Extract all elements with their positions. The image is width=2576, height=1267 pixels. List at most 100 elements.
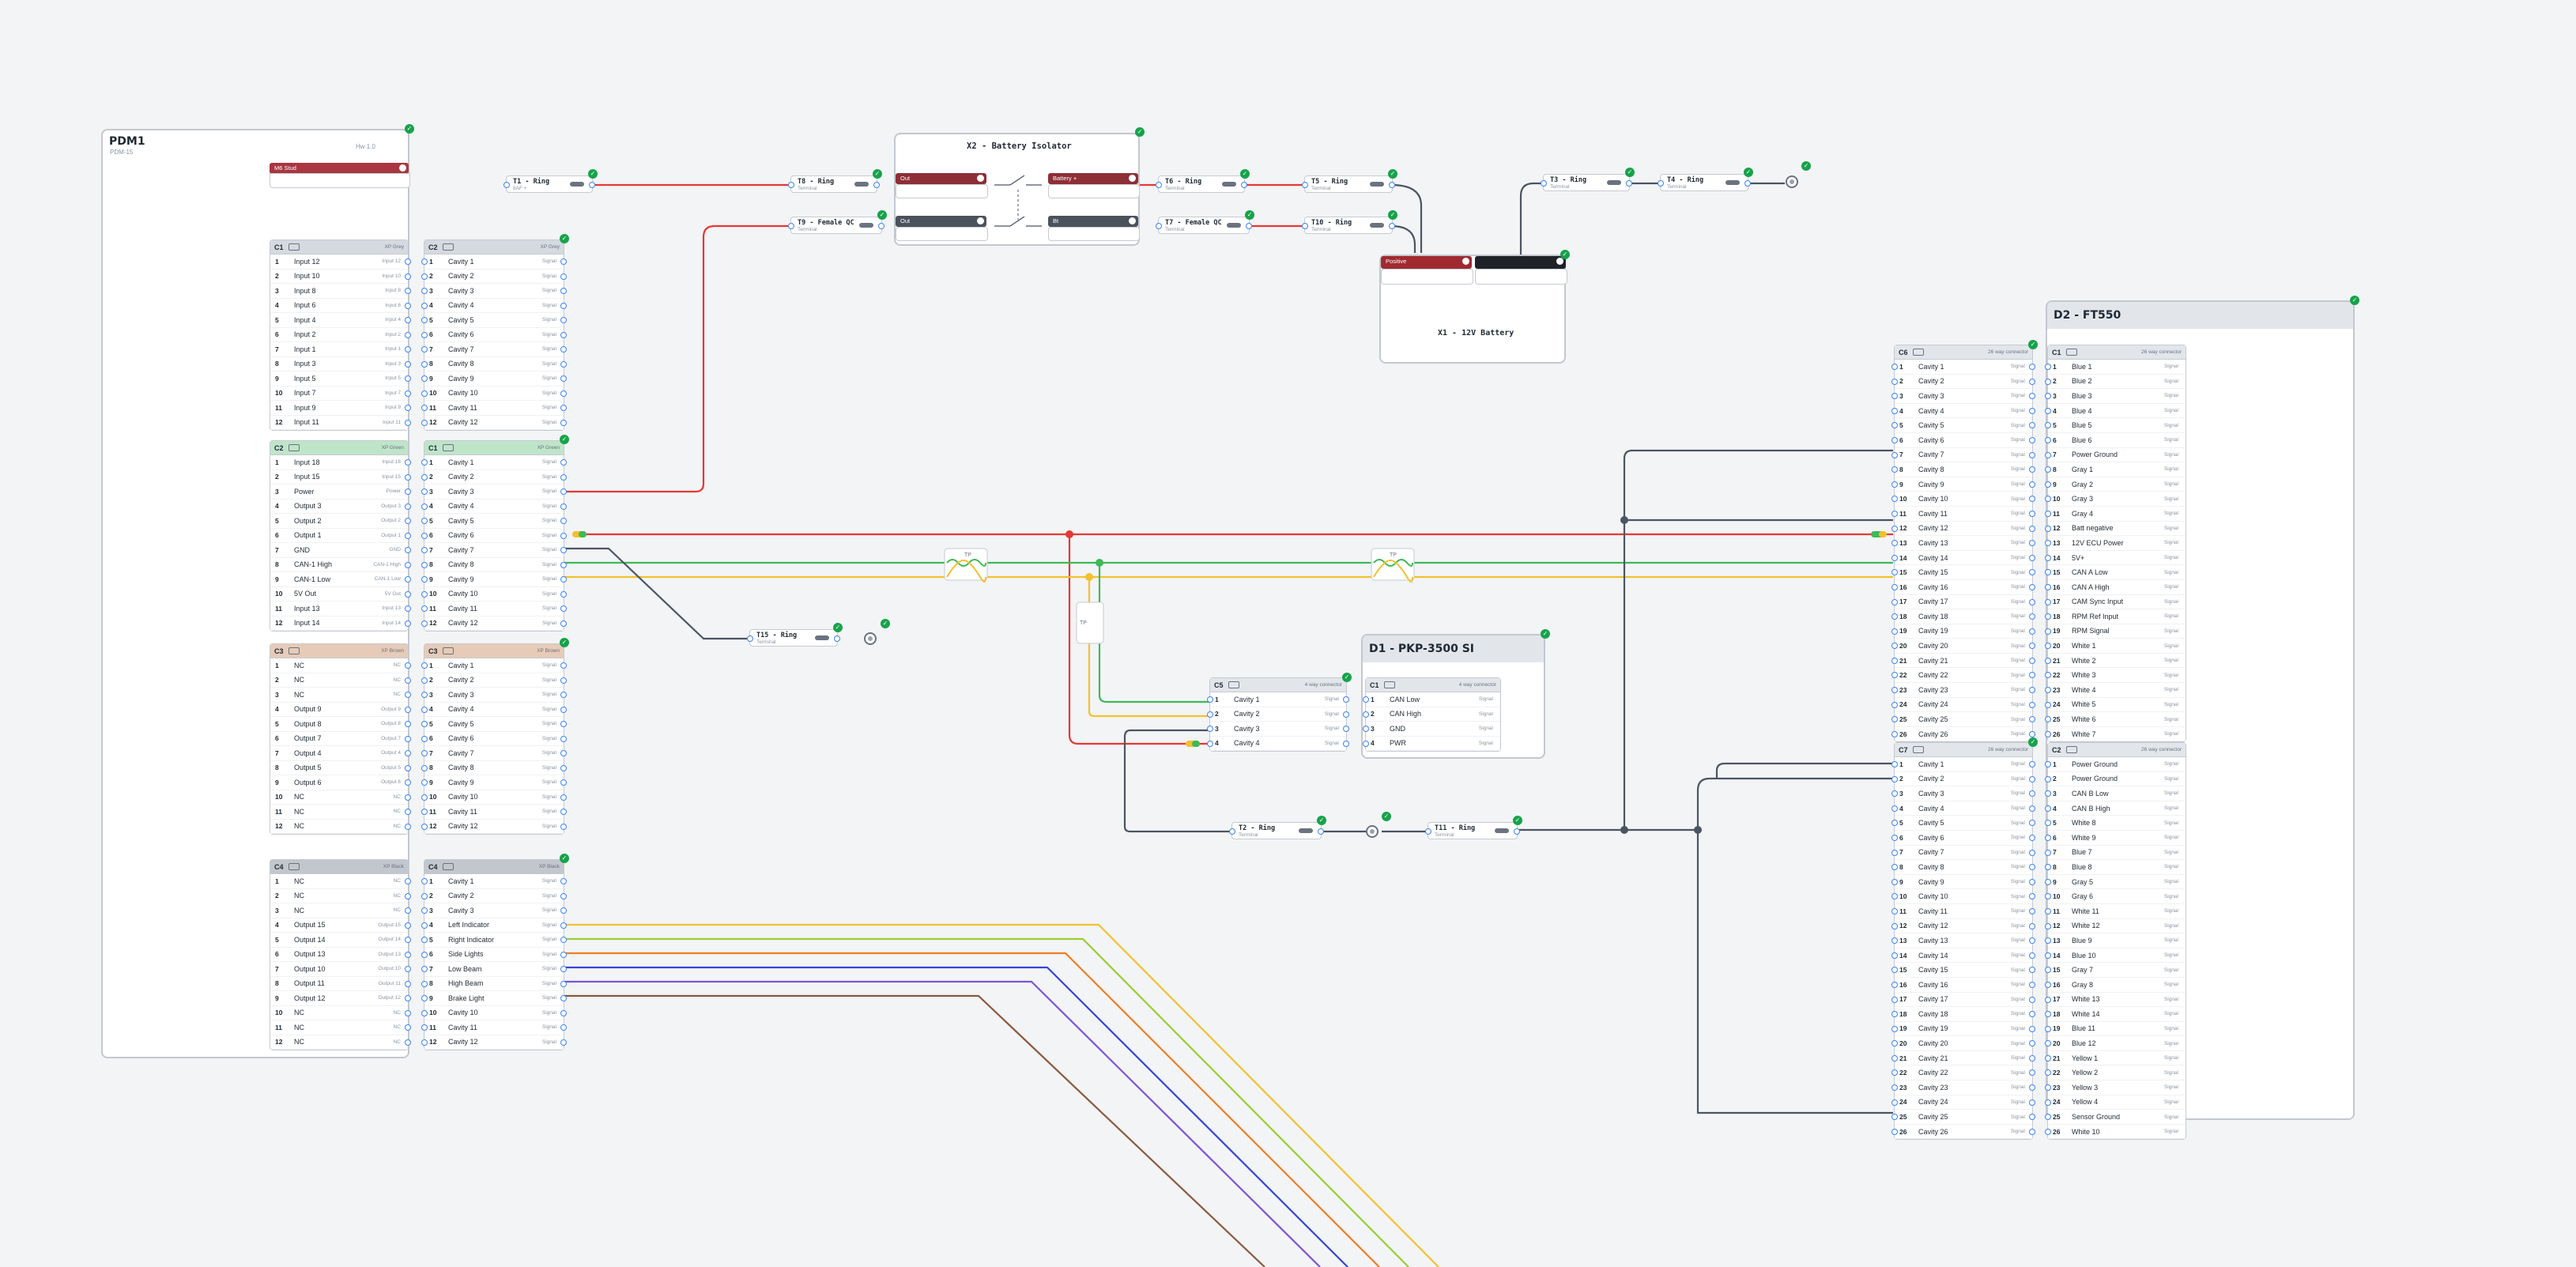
pin-port[interactable] (2029, 761, 2035, 767)
pin-port[interactable] (2029, 554, 2035, 561)
pin-port[interactable] (2029, 864, 2035, 871)
pin-port[interactable] (1891, 907, 1898, 914)
pin-port[interactable] (560, 459, 567, 466)
terminal-port[interactable] (747, 635, 753, 642)
pin-port[interactable] (2045, 378, 2051, 385)
pin-port[interactable] (560, 360, 567, 368)
pin-port[interactable] (2029, 967, 2035, 974)
pin-port[interactable] (405, 317, 411, 323)
pin-port[interactable] (560, 878, 567, 884)
pin-port[interactable] (405, 375, 411, 382)
pin-port[interactable] (2029, 907, 2035, 914)
pin-port[interactable] (2045, 996, 2051, 1003)
pin-port[interactable] (2045, 364, 2051, 370)
pin-port[interactable] (1363, 726, 1369, 732)
pin-port[interactable] (560, 317, 567, 323)
pin-port[interactable] (560, 302, 567, 309)
pin-port[interactable] (421, 547, 428, 553)
pin-port[interactable] (2029, 701, 2035, 708)
pin-port[interactable] (560, 750, 567, 756)
pin-port[interactable] (421, 360, 428, 368)
pin-port[interactable] (405, 620, 411, 627)
pin-port[interactable] (421, 503, 428, 510)
pin-port[interactable] (1891, 1025, 1898, 1032)
pin-port[interactable] (1891, 967, 1898, 974)
pin-port[interactable] (421, 561, 428, 568)
pin-port[interactable] (1891, 820, 1898, 827)
pin-port[interactable] (421, 662, 428, 669)
pin-port[interactable] (2045, 1114, 2051, 1121)
pin-port[interactable] (1891, 378, 1898, 385)
pin-port[interactable] (560, 532, 567, 539)
isolator-bat2[interactable]: Bt (1048, 216, 1138, 227)
pin-port[interactable] (560, 677, 567, 684)
pin-port[interactable] (405, 288, 411, 294)
pin-port[interactable] (560, 966, 567, 972)
pin-port[interactable] (421, 1024, 428, 1031)
pin-port[interactable] (1891, 834, 1898, 841)
terminal-port[interactable] (788, 223, 794, 229)
pin-port[interactable] (421, 980, 428, 987)
pin-port[interactable] (1891, 643, 1898, 650)
pin-port[interactable] (1891, 878, 1898, 885)
pin-port[interactable] (2045, 1054, 2051, 1061)
pin-port[interactable] (421, 907, 428, 914)
pin-port[interactable] (421, 878, 428, 884)
pin-port[interactable] (560, 331, 567, 338)
pin-port[interactable] (560, 503, 567, 510)
battery-isolator[interactable]: X2 - Battery Isolator Out Out Battery + … (894, 133, 1140, 246)
pin-port[interactable] (2029, 1128, 2035, 1135)
pin-port[interactable] (2045, 834, 2051, 841)
pin-port[interactable] (405, 331, 411, 338)
pin-port[interactable] (2029, 510, 2035, 517)
pin-port[interactable] (405, 922, 411, 929)
pin-port[interactable] (1891, 922, 1898, 930)
pin-port[interactable] (405, 1039, 411, 1046)
pin-port[interactable] (2029, 878, 2035, 885)
pin-port[interactable] (2029, 613, 2035, 620)
terminal-port[interactable] (1241, 182, 1247, 188)
pin-port[interactable] (560, 346, 567, 353)
